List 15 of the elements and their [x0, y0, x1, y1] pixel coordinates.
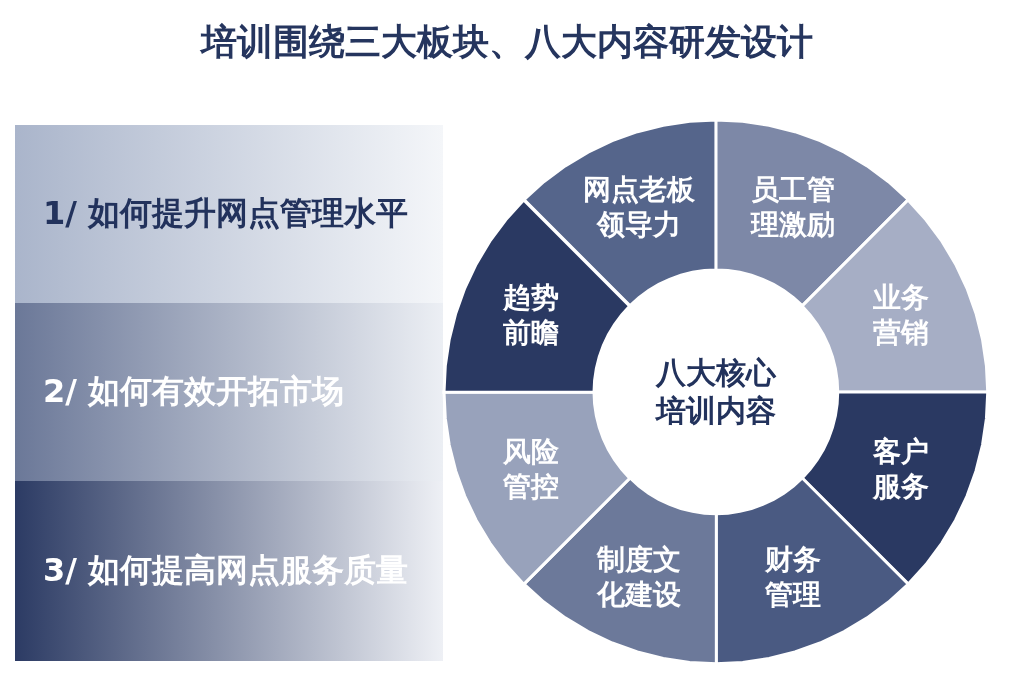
band-title: 2/ 如何有效开拓市场 — [43, 371, 345, 412]
center-label: 八大核心培训内容 — [654, 354, 777, 429]
segment-label: 趋势前瞻 — [502, 280, 561, 351]
segment-label: 员工管理激励 — [749, 172, 836, 243]
segment-label: 业务营销 — [871, 280, 930, 351]
banner-band — [15, 303, 443, 481]
segment-label: 客户服务 — [871, 433, 930, 504]
band-title: 1/ 如何提升网点管理水平 — [43, 193, 409, 234]
segment-label: 网点老板领导力 — [582, 172, 697, 243]
page-title: 培训围绕三大板块、八大内容研发设计 — [199, 20, 814, 64]
segment-label: 财务管理 — [763, 541, 822, 612]
segment-label: 风险管控 — [502, 433, 561, 504]
banner-band — [15, 481, 443, 661]
segment-label: 制度文化建设 — [596, 541, 683, 612]
banner-band — [15, 125, 443, 303]
